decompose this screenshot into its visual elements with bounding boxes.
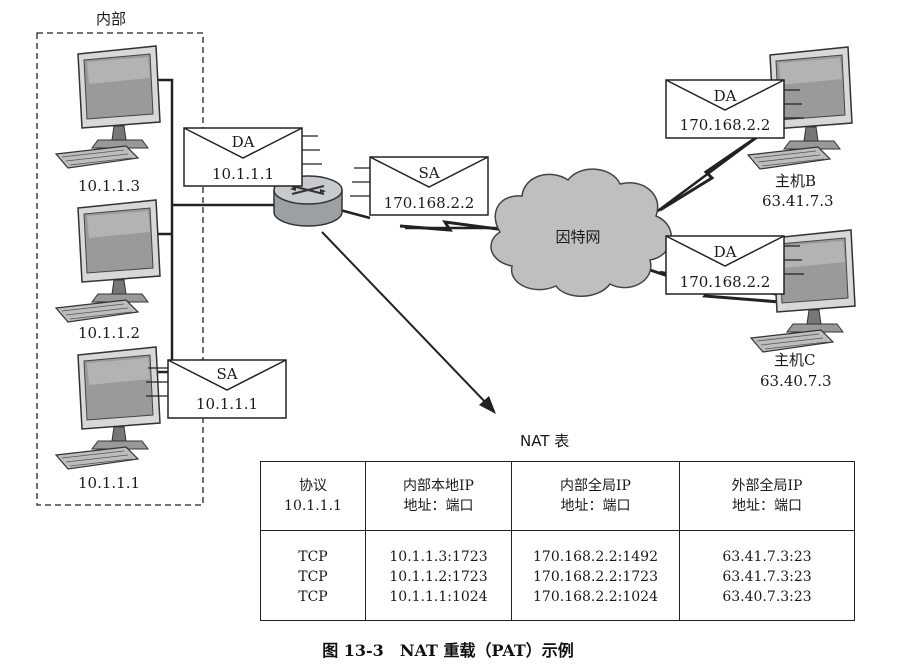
packet-host1-addr: 10.1.1.1 — [196, 395, 258, 413]
header-text: 地址：端口 — [732, 498, 802, 514]
header-text: 内部全局IP — [560, 478, 631, 494]
header-text: 协议 — [299, 478, 327, 494]
table-cell: 10.1.1.3:1723 — [389, 548, 488, 565]
header-text: 地址：端口 — [560, 498, 631, 514]
header-protocol: 协议 10.1.1.1 — [260, 461, 366, 531]
header-text: 内部本地IP — [403, 478, 474, 494]
host-10-1-1-1 — [55, 346, 161, 470]
packet-host-b — [665, 79, 804, 139]
packet-router-left-addr: 10.1.1.1 — [212, 165, 274, 183]
table-cell: 63.40.7.3:23 — [722, 588, 812, 605]
table-cell: 63.41.7.3:23 — [722, 568, 812, 585]
inside-global-column: 170.168.2.2:1492 170.168.2.2:1723 170.16… — [511, 530, 680, 621]
header-outside-global: 外部全局IP 地址：端口 — [679, 461, 855, 531]
host-10-1-1-2 — [55, 199, 161, 323]
host-10-1-1-1-ip: 10.1.1.1 — [78, 474, 140, 492]
nat-arrow — [321, 231, 489, 406]
table-cell: 10.1.1.2:1723 — [389, 568, 488, 585]
packet-host-c-addr: 170.168.2.2 — [680, 273, 771, 291]
protocol-column: TCP TCP TCP — [260, 530, 366, 621]
table-cell: 63.41.7.3:23 — [722, 548, 812, 565]
table-cell: 170.168.2.2:1492 — [533, 548, 658, 565]
table-cell: 170.168.2.2:1723 — [533, 568, 658, 585]
packet-host-b-field: DA — [714, 87, 737, 105]
host-10-1-1-2-ip: 10.1.1.2 — [78, 324, 140, 342]
header-text: 10.1.1.1 — [284, 498, 342, 514]
figure-caption: 图 13-3 NAT 重载（PAT）示例 — [322, 641, 574, 660]
table-cell: TCP — [298, 548, 328, 565]
packet-router-right-field: SA — [418, 164, 439, 182]
table-cell: TCP — [298, 568, 328, 585]
packet-host1 — [146, 359, 287, 419]
packet-router-right — [350, 156, 489, 216]
packet-host-b-addr: 170.168.2.2 — [680, 116, 771, 134]
host-b-name: 主机B — [775, 172, 816, 190]
nat-table-body: TCP TCP TCP 10.1.1.3:1723 10.1.1.2:1723 … — [260, 530, 855, 621]
packet-host1-field: SA — [216, 365, 237, 383]
nat-table-header-row: 协议 10.1.1.1 内部本地IP 地址：端口 内部全局IP 地址：端口 外部… — [260, 461, 855, 531]
host-c-name: 主机C — [774, 351, 815, 369]
header-inside-local: 内部本地IP 地址：端口 — [365, 461, 512, 531]
inside-network-boundary — [36, 32, 204, 506]
host-c-ip: 63.40.7.3 — [760, 372, 832, 390]
nat-table-title: NAT 表 — [520, 432, 569, 450]
table-cell: TCP — [298, 588, 328, 605]
wan-link-b — [659, 133, 761, 212]
packet-host-c-field: DA — [714, 243, 737, 261]
cloud-label: 因特网 — [555, 228, 600, 246]
host-10-1-1-3-ip: 10.1.1.3 — [78, 177, 140, 195]
packet-host-c — [665, 235, 804, 295]
packet-router-left — [183, 127, 322, 187]
inside-local-column: 10.1.1.3:1723 10.1.1.2:1723 10.1.1.1:102… — [365, 530, 512, 621]
host-b-ip: 63.41.7.3 — [762, 192, 834, 210]
table-cell: 170.168.2.2:1024 — [533, 588, 658, 605]
nat-arrow-head — [479, 396, 496, 414]
header-text: 地址：端口 — [403, 498, 474, 514]
outside-global-column: 63.41.7.3:23 63.41.7.3:23 63.40.7.3:23 — [679, 530, 855, 621]
wan-link — [399, 220, 506, 232]
table-cell: 10.1.1.1:1024 — [389, 588, 488, 605]
host-10-1-1-3 — [55, 45, 161, 169]
inside-label: 内部 — [96, 10, 126, 28]
nat-table: 协议 10.1.1.1 内部本地IP 地址：端口 内部全局IP 地址：端口 外部… — [260, 461, 855, 621]
header-text: 外部全局IP — [731, 478, 803, 494]
packet-router-right-addr: 170.168.2.2 — [384, 194, 475, 212]
header-inside-global: 内部全局IP 地址：端口 — [511, 461, 680, 531]
packet-router-left-field: DA — [232, 133, 255, 151]
